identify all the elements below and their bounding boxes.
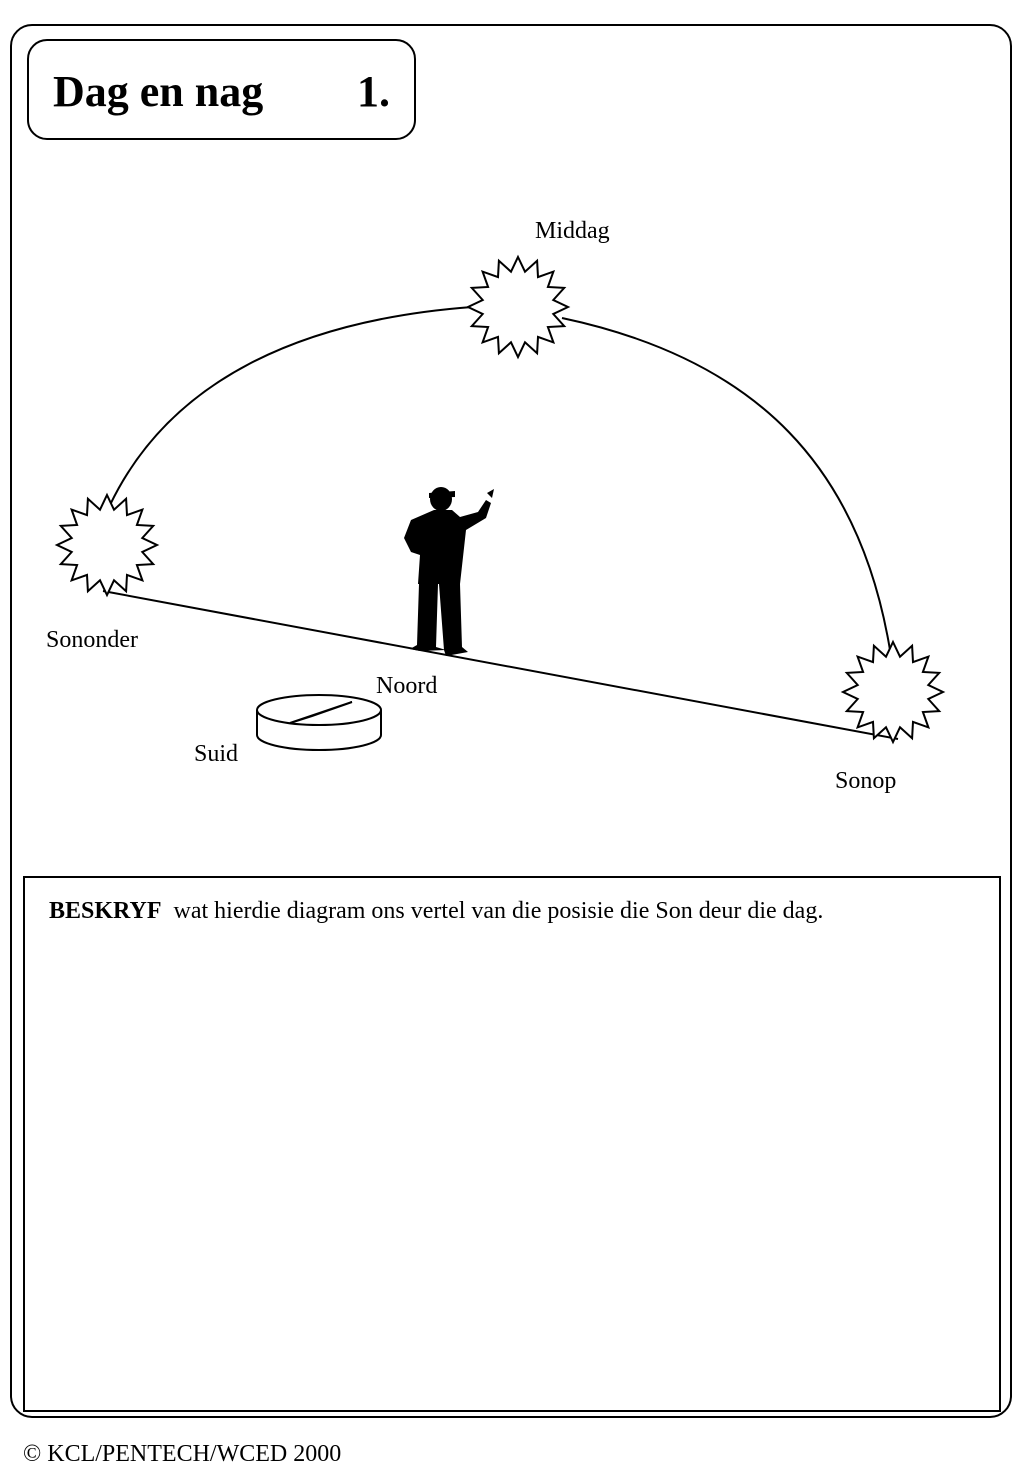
label-sunset: Sononder (46, 627, 138, 653)
compass-icon (256, 694, 382, 751)
worksheet-title: Dag en nag (53, 67, 264, 116)
sun-noon-icon (465, 254, 571, 360)
worksheet-frame (10, 24, 1012, 1418)
task-keyword: BESKRYF (49, 898, 162, 924)
label-noon: Middag (535, 218, 610, 244)
person-pointing-icon (404, 487, 494, 656)
sun-path-diagram (54, 254, 946, 751)
horizon-line (102, 590, 899, 740)
worksheet-number: 1. (357, 67, 390, 116)
label-south: Suid (194, 741, 239, 767)
answer-box[interactable] (23, 876, 1001, 1412)
label-north: Noord (376, 673, 438, 699)
sun-sunset-icon (54, 492, 160, 598)
label-sunrise: Sonop (835, 768, 897, 794)
sun-sunrise-icon (840, 639, 946, 745)
sun-arc (109, 306, 473, 506)
sun-arc-east (561, 317, 891, 651)
task-text: wat hierdie diagram ons vertel van die p… (173, 898, 824, 924)
copyright-notice: © KCL/PENTECH/WCED 2000 (23, 1441, 342, 1467)
title-box (27, 39, 416, 140)
task-instruction: BESKRYF wat hierdie diagram ons vertel v… (49, 898, 823, 925)
